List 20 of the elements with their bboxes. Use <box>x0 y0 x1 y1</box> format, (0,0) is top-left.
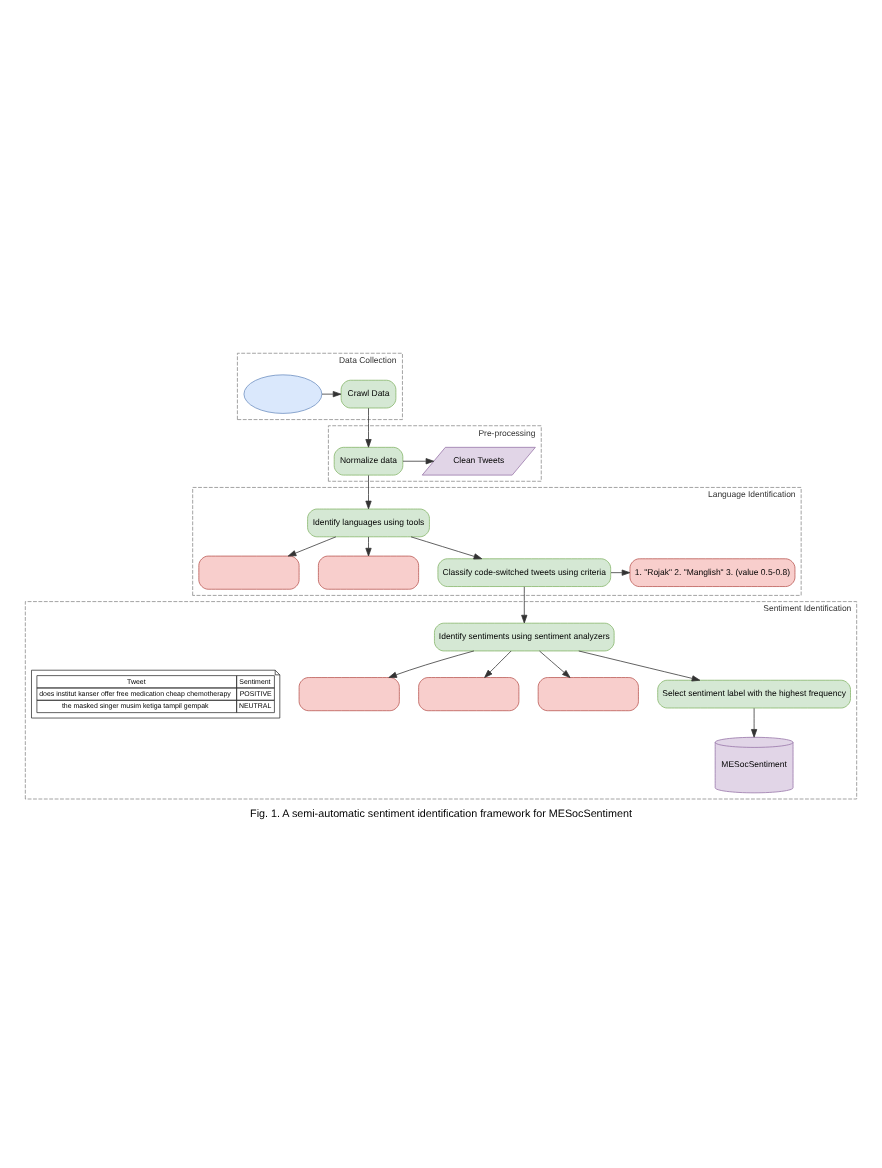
arrow <box>365 535 372 556</box>
arrow <box>484 649 512 677</box>
node-box <box>537 676 639 711</box>
arrow <box>365 473 372 509</box>
node-box <box>318 554 420 589</box>
node-cloud <box>243 373 323 413</box>
arrow <box>402 457 435 464</box>
arrow <box>578 649 701 681</box>
arrow <box>287 535 337 556</box>
arrow <box>610 568 631 575</box>
arrow <box>388 649 475 677</box>
arrow <box>751 706 758 737</box>
arrow <box>365 406 372 447</box>
node-box <box>198 554 300 589</box>
node-box <box>418 676 520 711</box>
arrow <box>521 585 528 623</box>
node-box <box>298 676 400 711</box>
arrow <box>410 535 483 559</box>
arrow <box>321 390 342 397</box>
arrow <box>539 649 571 677</box>
